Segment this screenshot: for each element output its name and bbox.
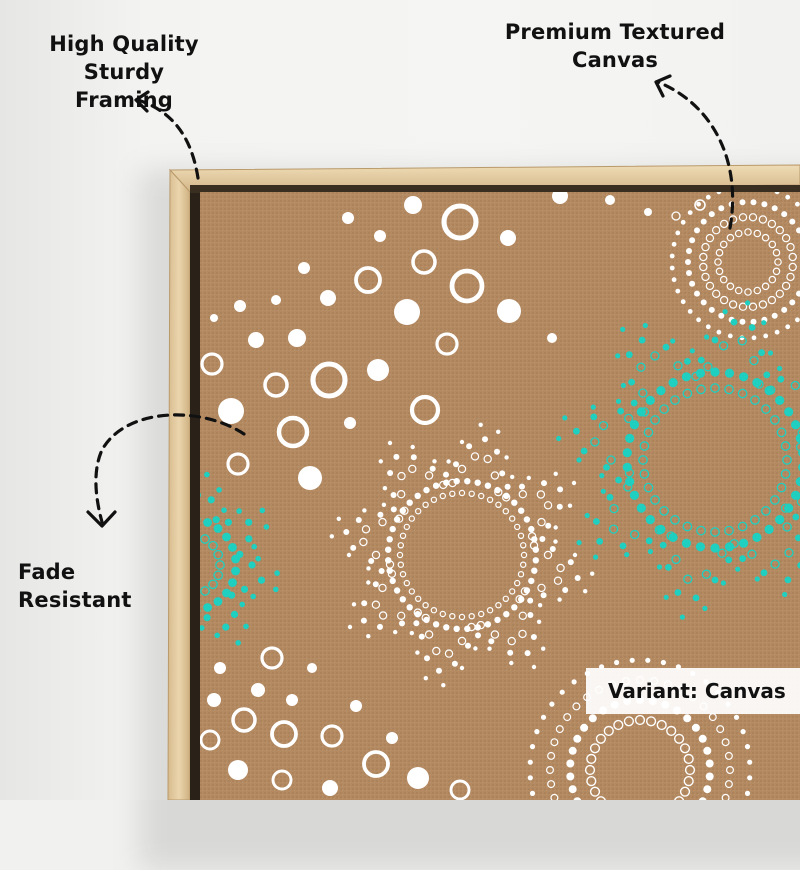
arrow-canvas-icon xyxy=(654,74,735,230)
variant-value: Canvas xyxy=(704,679,786,703)
variant-badge[interactable]: Variant: Canvas xyxy=(586,668,800,714)
dot-pattern xyxy=(200,192,800,800)
canvas-callout: Premium Textured Canvas xyxy=(500,18,730,74)
framing-callout-line-1: High Quality Sturdy xyxy=(49,32,199,84)
canvas-callout-line-2: Canvas xyxy=(571,48,659,72)
variant-key: Variant: xyxy=(608,679,698,703)
framing-callout-line-2: Framing xyxy=(75,88,173,112)
fade-callout: Fade Resistant xyxy=(18,558,188,614)
framed-canvas-artwork xyxy=(86,74,800,800)
fade-callout-text: Fade Resistant xyxy=(18,560,132,612)
wooden-frame xyxy=(167,164,800,800)
canvas-callout-line-1: Premium Textured xyxy=(504,20,726,44)
arrow-fade-icon xyxy=(86,413,246,528)
framing-callout: High Quality Sturdy Framing xyxy=(6,30,242,114)
arrow-framing-icon xyxy=(134,90,200,180)
